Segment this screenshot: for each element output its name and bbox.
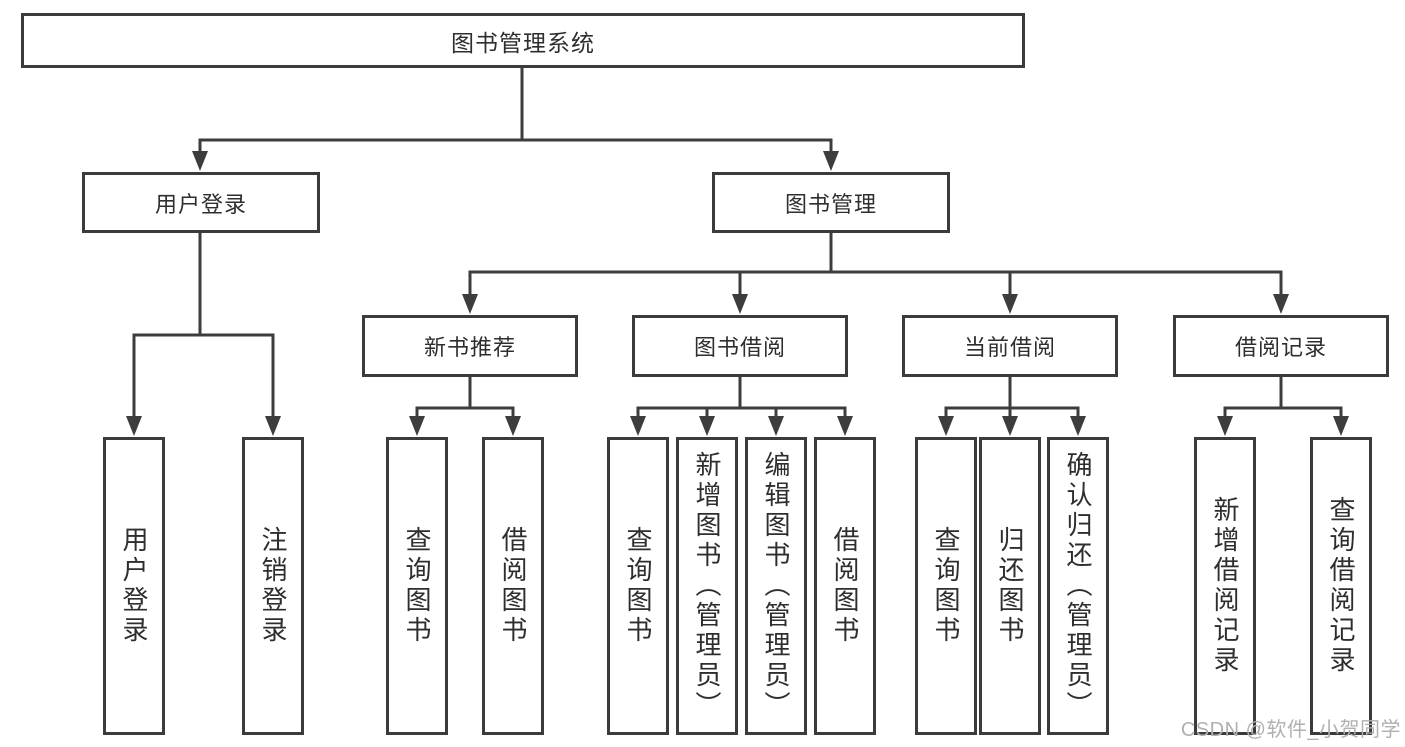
leaf-node-borrow-books-recommend: 借阅图书 [482,437,544,735]
leaf-node-logout: 注销登录 [242,437,304,735]
leaf-node-add-borrow-record: 新增借阅记录 [1194,437,1256,735]
leaf-node-borrow-books: 借阅图书 [814,437,876,735]
root-node-library-management-system: 图书管理系统 [21,13,1025,68]
branch-node-borrow-records: 借阅记录 [1173,315,1389,377]
connector-new-book-children [409,375,521,436]
connector-current-borrow-children [938,375,1086,436]
branch-node-user-login: 用户登录 [82,172,320,233]
leaf-node-return-book: 归还图书 [979,437,1041,735]
leaf-node-confirm-return-admin: 确认归还（管理员） [1047,437,1109,735]
connector-borrow-records-children [1217,375,1349,436]
leaf-node-query-books-recommend: 查询图书 [386,437,448,735]
leaf-node-user-login: 用户登录 [103,437,165,735]
leaf-node-query-borrow-record: 查询借阅记录 [1310,437,1372,735]
leaf-node-edit-book-admin: 编辑图书（管理员） [745,437,807,735]
connector-user-login-children [126,231,281,436]
branch-node-new-book-recommend: 新书推荐 [362,315,578,377]
connector-book-management-children [462,231,1289,314]
leaf-node-query-books-borrow: 查询图书 [607,437,669,735]
leaf-node-add-book-admin: 新增图书（管理员） [676,437,738,735]
connector-book-borrow-children [630,375,853,436]
connector-root-to-level2 [192,66,839,171]
leaf-node-query-books-current: 查询图书 [915,437,977,735]
watermark-text: CSDN @软件_小贺同学 [1180,719,1401,741]
branch-node-book-management: 图书管理 [712,172,950,233]
branch-node-current-borrow: 当前借阅 [902,315,1118,377]
branch-node-book-borrow: 图书借阅 [632,315,848,377]
